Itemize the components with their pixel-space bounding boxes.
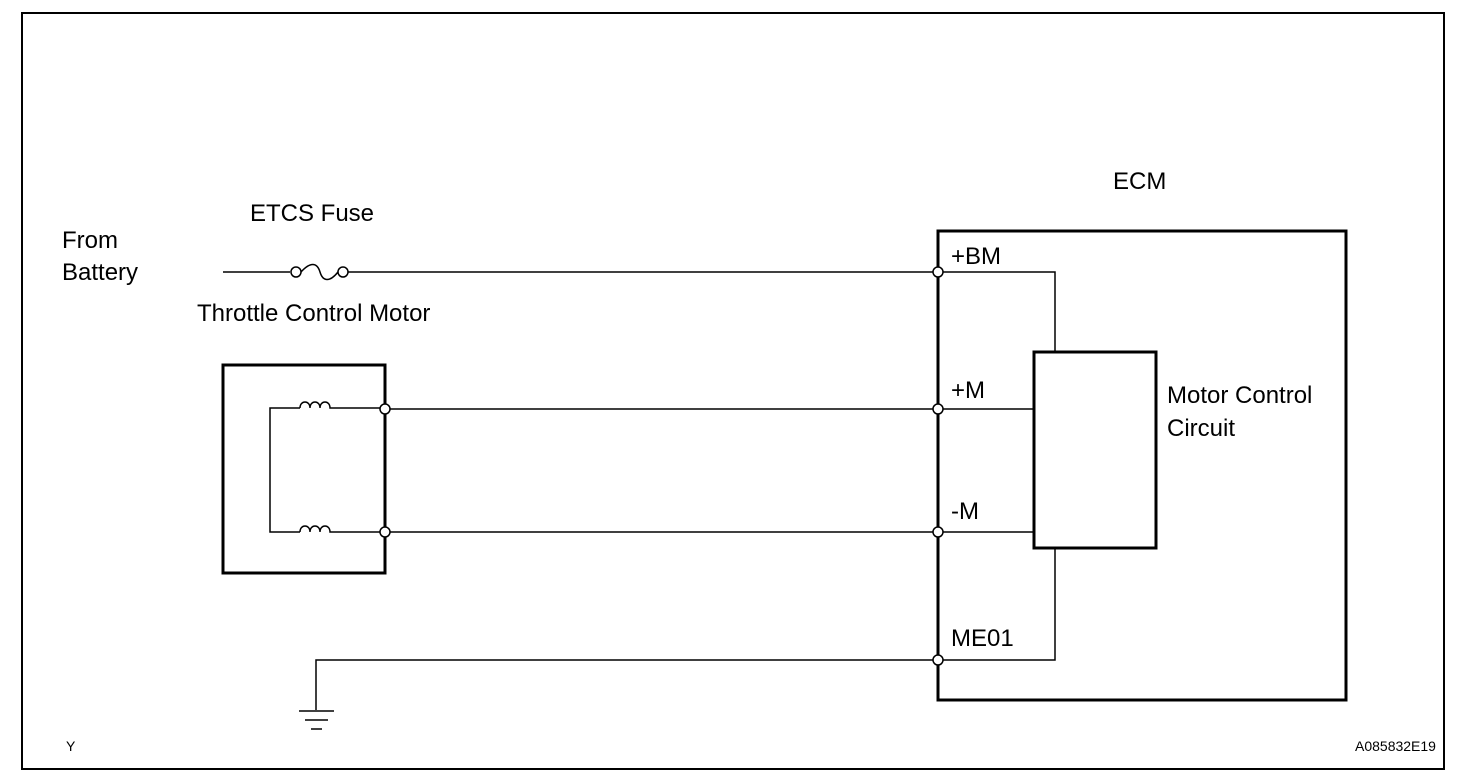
motor-terminal-top — [379, 403, 391, 415]
motor-control-circuit-label-line1: Motor Control — [1167, 382, 1312, 409]
terminal-m-plus — [932, 403, 944, 415]
terminal-label-m-plus: +M — [951, 377, 985, 404]
ecm-box — [936, 229, 1348, 702]
terminal-me01 — [932, 654, 944, 666]
terminal-label-m-minus: -M — [951, 498, 979, 525]
ecm-me01-internal-wire — [943, 548, 1056, 661]
terminal-m-minus — [932, 526, 944, 538]
fuse-label: ETCS Fuse — [250, 200, 374, 227]
terminal-label-me01: ME01 — [951, 625, 1014, 652]
ground-icon — [299, 710, 334, 730]
ecm-bm-internal-wire — [943, 271, 1056, 352]
ecm-label: ECM — [1113, 168, 1166, 195]
motor-internal-loop — [269, 407, 300, 533]
corner-label-y: Y — [66, 738, 76, 754]
fuse-icon — [290, 263, 349, 281]
source-label-from: From — [62, 227, 118, 254]
diagram-frame — [21, 12, 1445, 770]
ground-wire — [315, 659, 933, 710]
coil-icon — [299, 525, 336, 533]
motor-control-circuit-box — [1032, 350, 1158, 550]
figure-code: A085832E19 — [1355, 738, 1436, 754]
terminal-label-bm: +BM — [951, 243, 1001, 270]
source-label-battery: Battery — [62, 259, 138, 286]
coil-icon — [299, 401, 336, 409]
motor-label: Throttle Control Motor — [197, 300, 430, 327]
motor-control-circuit-label-line2: Circuit — [1167, 415, 1235, 442]
motor-terminal-bottom — [379, 526, 391, 538]
terminal-bm — [932, 266, 944, 278]
throttle-motor-box — [221, 363, 387, 575]
